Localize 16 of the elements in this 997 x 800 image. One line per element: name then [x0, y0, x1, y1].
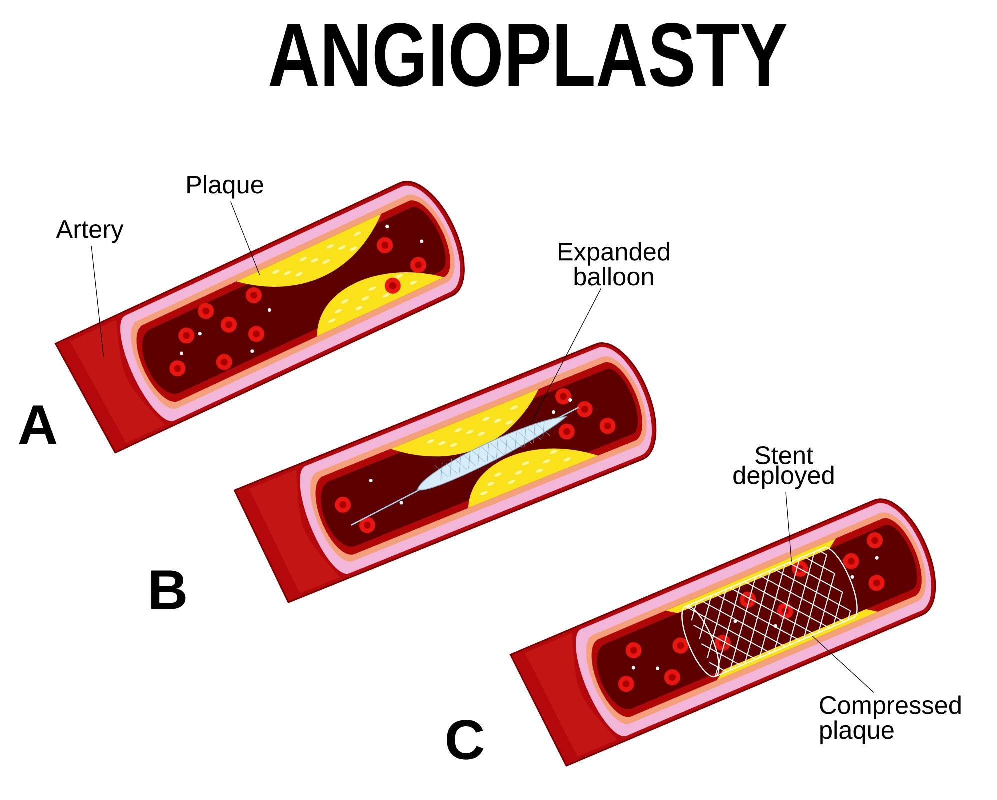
panel-letter: C: [447, 720, 484, 760]
compressed-plaque-drawing: [666, 538, 878, 680]
panel-letter: A: [19, 406, 57, 444]
callout-label: Artery: [56, 220, 124, 244]
panel-letter: B: [152, 570, 186, 610]
leader-line: [786, 492, 792, 562]
leader-line: [812, 636, 874, 694]
title: ANGIOPLASTY: [270, 23, 787, 87]
callout-label: Compressed plaque: [820, 696, 961, 744]
callout-label: Plaque: [188, 175, 264, 199]
leader-line: [530, 288, 602, 424]
leader-line: [91, 246, 104, 358]
callout-label: Stent deployed: [734, 446, 834, 490]
callout-label: Expanded balloon: [559, 242, 670, 286]
balloon-catheter-drawing: [351, 407, 580, 526]
leader-line: [230, 201, 260, 276]
